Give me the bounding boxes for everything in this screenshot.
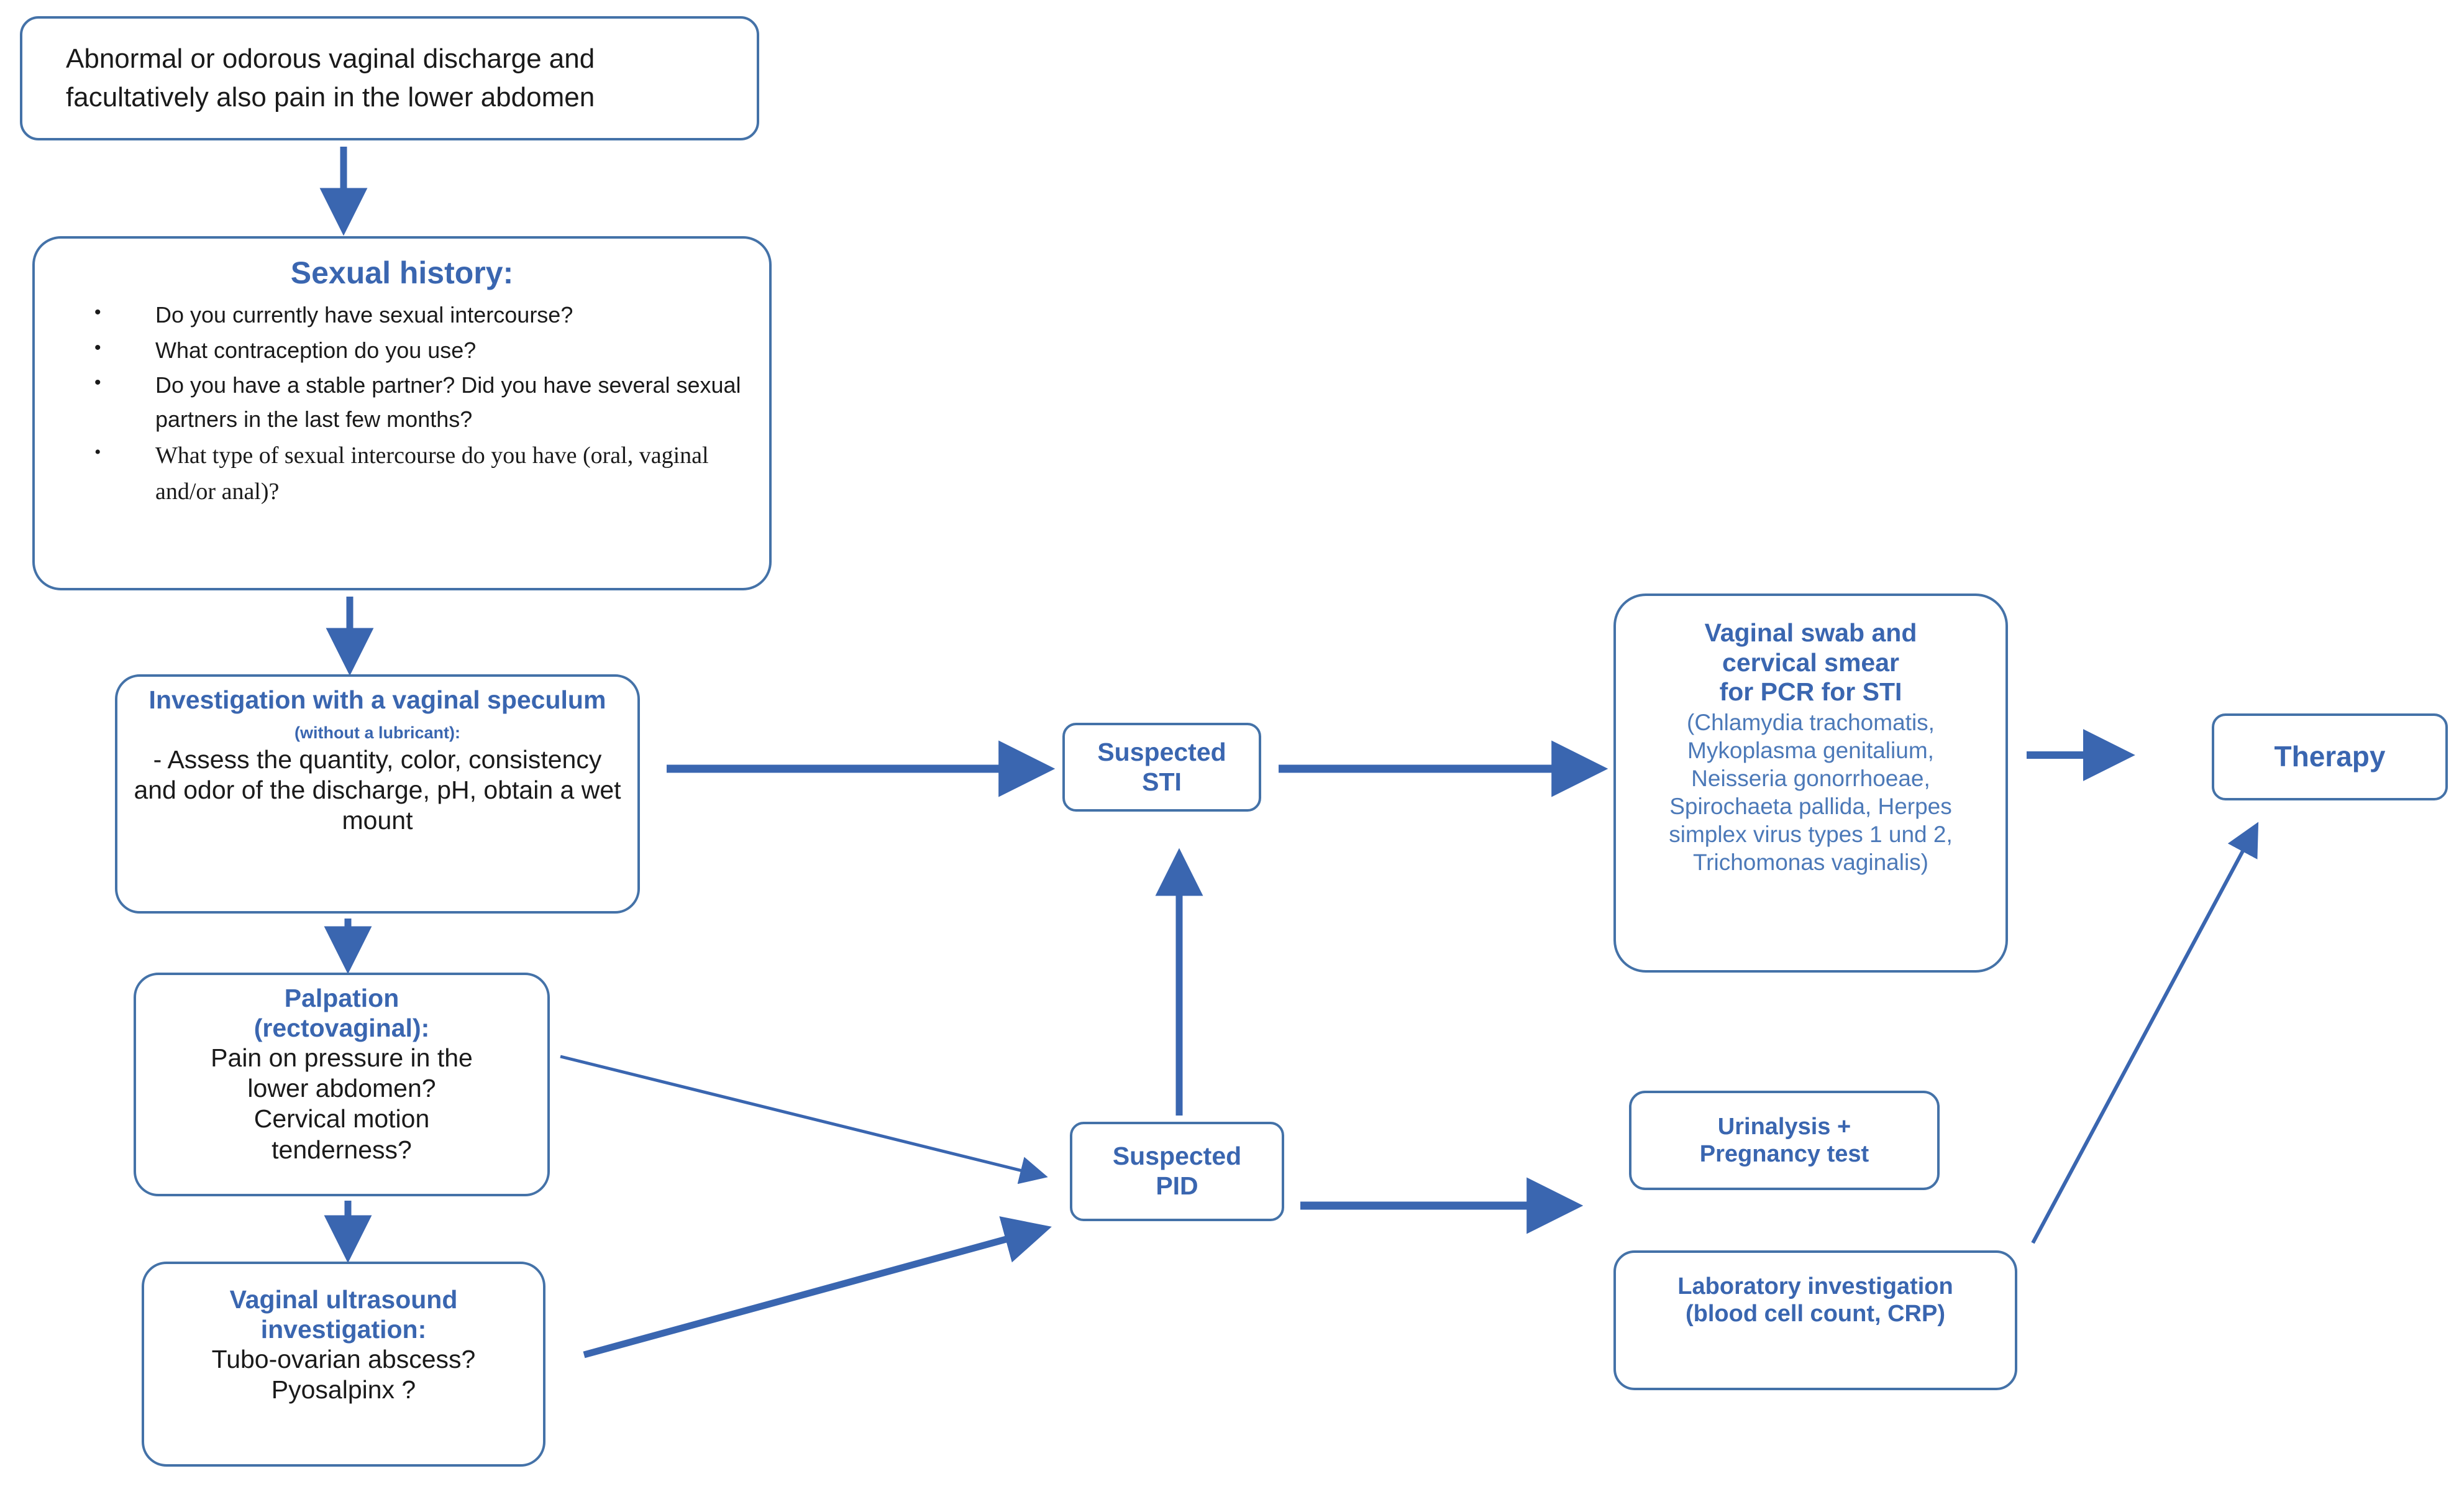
ultrasound-body-line-1: Tubo-ovarian abscess? [211, 1345, 476, 1374]
ultrasound-title-line-1: Vaginal ultrasound [229, 1285, 458, 1314]
node-laboratory-investigation[interactable]: Laboratory investigation (blood cell cou… [1613, 1250, 2017, 1390]
speculum-title: Investigation with a vaginal speculum (w… [129, 685, 626, 745]
node-suspected-pid[interactable]: Suspected PID [1070, 1122, 1284, 1221]
edge-palpation-to-pid [560, 1055, 1048, 1185]
urinalysis-line-1: Urinalysis + [1717, 1113, 1851, 1140]
palpation-body-line-2: lower abdomen? [247, 1074, 436, 1103]
node-presentation[interactable]: Abnormal or odorous vaginal discharge an… [20, 16, 759, 140]
urinalysis-line-2: Pregnancy test [1699, 1141, 1869, 1167]
swab-title-line-2: cervical smear [1722, 648, 1899, 677]
palpation-body: Pain on pressure in the lower abdomen? C… [211, 1043, 473, 1165]
suspected-pid-line-2: PID [1156, 1171, 1198, 1200]
suspected-sti-label: Suspected STI [1097, 738, 1226, 797]
node-palpation[interactable]: Palpation (rectovaginal): Pain on pressu… [134, 973, 550, 1196]
swab-title-line-3: for PCR for STI [1719, 677, 1902, 707]
node-suspected-sti[interactable]: Suspected STI [1062, 723, 1261, 812]
swab-title: Vaginal swab and cervical smear for PCR … [1705, 618, 1917, 707]
ultrasound-body-line-2: Pyosalpinx ? [271, 1375, 416, 1405]
edge-ultrasound-to-pid [583, 1216, 1052, 1359]
laboratory-line-1: Laboratory investigation [1677, 1273, 1953, 1299]
swab-organism-line-4: Spirochaeta pallida, Herpes [1669, 794, 1952, 820]
list-item: What type of sexual intercourse do you h… [94, 438, 744, 510]
ultrasound-title: Vaginal ultrasound investigation: [230, 1285, 458, 1344]
node-vaginal-ultrasound[interactable]: Vaginal ultrasound investigation: Tubo-o… [142, 1262, 545, 1467]
ultrasound-title-line-2: investigation: [260, 1314, 427, 1344]
palpation-body-line-1: Pain on pressure in the [211, 1043, 473, 1073]
sexual-history-question-list: Do you currently have sexual intercourse… [35, 298, 769, 511]
node-speculum-investigation[interactable]: Investigation with a vaginal speculum (w… [115, 674, 640, 914]
presentation-text: Abnormal or odorous vaginal discharge an… [66, 40, 595, 117]
list-item: What contraception do you use? [94, 334, 744, 368]
edge-labs-to-therapy [2031, 822, 2259, 1244]
palpation-body-line-4: tenderness? [271, 1135, 412, 1164]
node-urinalysis-pregnancy-test[interactable]: Urinalysis + Pregnancy test [1629, 1091, 1940, 1190]
list-item: Do you have a stable partner? Did you ha… [94, 369, 744, 436]
swab-organism-line-6: Trichomonas vaginalis) [1692, 850, 1929, 876]
palpation-title-line-2: (rectovaginal): [253, 1013, 430, 1042]
node-vaginal-swab-pcr[interactable]: Vaginal swab and cervical smear for PCR … [1613, 593, 2008, 973]
laboratory-line-2: (blood cell count, CRP) [1686, 1301, 1945, 1327]
suspected-pid-line-1: Suspected [1112, 1142, 1242, 1171]
speculum-body: - Assess the quantity, color, consistenc… [134, 745, 621, 835]
swab-organism-line-3: Neisseria gonorrhoeae, [1691, 765, 1930, 791]
list-item: Do you currently have sexual intercourse… [94, 298, 744, 332]
presentation-line-1: Abnormal or odorous vaginal discharge an… [66, 43, 595, 74]
swab-organism-line-2: Mykoplasma genitalium, [1687, 737, 1934, 763]
palpation-body-line-3: Cervical motion [253, 1104, 430, 1134]
therapy-label: Therapy [2274, 740, 2386, 773]
speculum-title-main: Investigation with a vaginal speculum [148, 685, 606, 714]
sexual-history-title: Sexual history: [290, 255, 514, 290]
palpation-title-line-1: Palpation [284, 984, 399, 1012]
laboratory-label: Laboratory investigation (blood cell cou… [1677, 1273, 1953, 1327]
swab-organism-line-1: (Chlamydia trachomatis, [1687, 709, 1935, 735]
swab-organism-line-5: simplex virus types 1 und 2, [1669, 822, 1953, 848]
palpation-title: Palpation (rectovaginal): [254, 984, 430, 1043]
suspected-pid-label: Suspected PID [1113, 1142, 1241, 1201]
urinalysis-label: Urinalysis + Pregnancy test [1700, 1113, 1869, 1168]
suspected-sti-line-2: STI [1142, 767, 1182, 796]
swab-organism-list: (Chlamydia trachomatis, Mykoplasma genit… [1669, 708, 1953, 877]
ultrasound-body: Tubo-ovarian abscess? Pyosalpinx ? [212, 1344, 476, 1405]
node-sexual-history[interactable]: Sexual history: Do you currently have se… [32, 236, 772, 590]
swab-title-line-1: Vaginal swab and [1704, 618, 1917, 647]
presentation-line-2: facultatively also pain in the lower abd… [66, 82, 595, 112]
node-therapy[interactable]: Therapy [2212, 713, 2448, 800]
speculum-title-sub: (without a lubricant): [294, 723, 460, 742]
suspected-sti-line-1: Suspected [1097, 737, 1226, 766]
